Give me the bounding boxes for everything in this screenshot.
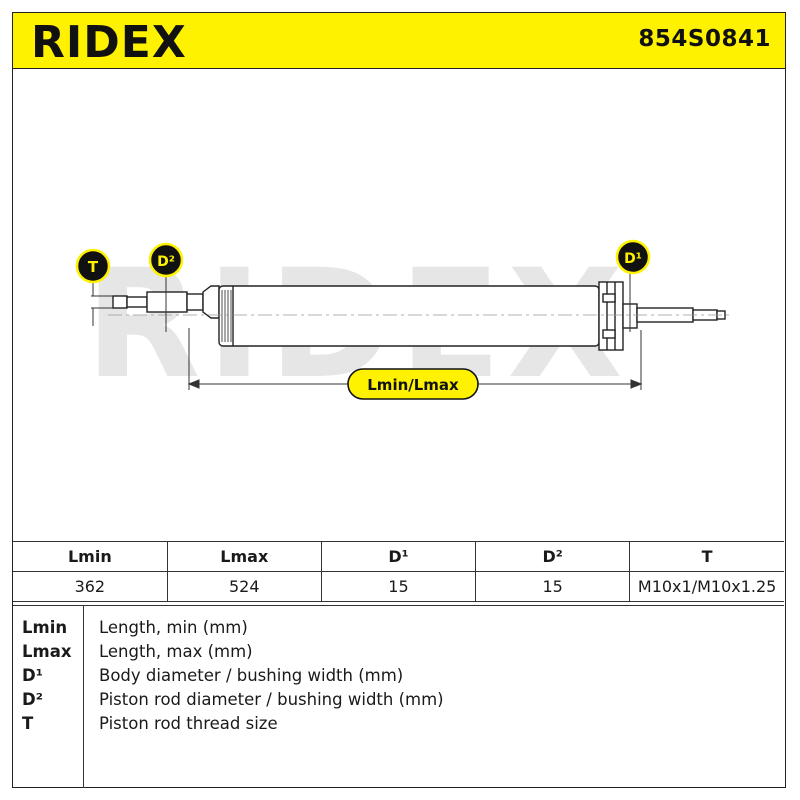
legend-item: T Piston rod thread size	[13, 714, 784, 738]
thread-label-badge	[75, 248, 111, 284]
brand-logo: RIDEX	[31, 19, 187, 63]
legend-desc: Piston rod diameter / bushing width (mm)	[99, 690, 444, 709]
thread-label: T	[88, 258, 99, 276]
technical-drawing: RIDEX	[75, 238, 733, 412]
legend-divider	[83, 606, 84, 788]
spec-header-lmin: Lmin	[13, 541, 168, 572]
spec-header-d1: D¹	[320, 541, 477, 572]
spec-value-d1: 15	[320, 571, 477, 602]
spec-header-t: T	[629, 541, 784, 572]
spec-header-d2: D²	[475, 541, 631, 572]
spec-table-header-row: Lmin Lmax D¹ D² T	[13, 541, 784, 572]
legend-key: T	[22, 714, 34, 733]
thread-dimension	[91, 283, 113, 326]
legend-desc: Body diameter / bushing width (mm)	[99, 666, 404, 685]
product-sheet: RIDEX 854S0841 RIDEX	[12, 12, 786, 788]
dimension-arrow-icon	[630, 379, 643, 389]
body-diameter-badge	[615, 239, 651, 275]
spec-table-value-row: 362 524 15 15 M10x1/M10x1.25	[13, 571, 784, 602]
spec-header-lmax: Lmax	[166, 541, 322, 572]
spec-value-lmax: 524	[166, 571, 322, 602]
rod-diameter-label: D²	[157, 254, 175, 270]
legend-item: Lmax Length, max (mm)	[13, 642, 784, 666]
spec-value-t: M10x1/M10x1.25	[629, 571, 784, 602]
brand-logo-text: RIDEX	[31, 19, 187, 63]
legend-key: Lmax	[22, 642, 72, 661]
legend-key: D¹	[22, 666, 43, 685]
rod-diameter-badge	[148, 242, 184, 278]
spec-value-d2: 15	[475, 571, 631, 602]
body-diameter-label: D¹	[624, 251, 642, 267]
part-number: 854S0841	[638, 26, 771, 52]
legend-item: Lmin Length, min (mm)	[13, 618, 784, 642]
legend-desc: Piston rod thread size	[99, 714, 278, 733]
legend-key: Lmin	[22, 618, 68, 637]
length-label: Lmin/Lmax	[367, 376, 459, 394]
length-label-badge	[347, 368, 479, 400]
legend: Lmin Length, min (mm) Lmax Length, max (…	[13, 605, 784, 788]
legend-desc: Length, max (mm)	[99, 642, 253, 661]
spec-table: Lmin Lmax D¹ D² T 362 524 15 15 M10x1/M1…	[13, 541, 784, 602]
legend-item: D² Piston rod diameter / bushing width (…	[13, 690, 784, 714]
dimension-arrow-icon	[187, 379, 200, 389]
legend-item: D¹ Body diameter / bushing width (mm)	[13, 666, 784, 690]
shock-absorber-drawing	[112, 281, 726, 351]
legend-key: D²	[22, 690, 43, 709]
legend-desc: Length, min (mm)	[99, 618, 248, 637]
header-bar: RIDEX 854S0841	[13, 13, 785, 69]
spec-value-lmin: 362	[13, 571, 168, 602]
